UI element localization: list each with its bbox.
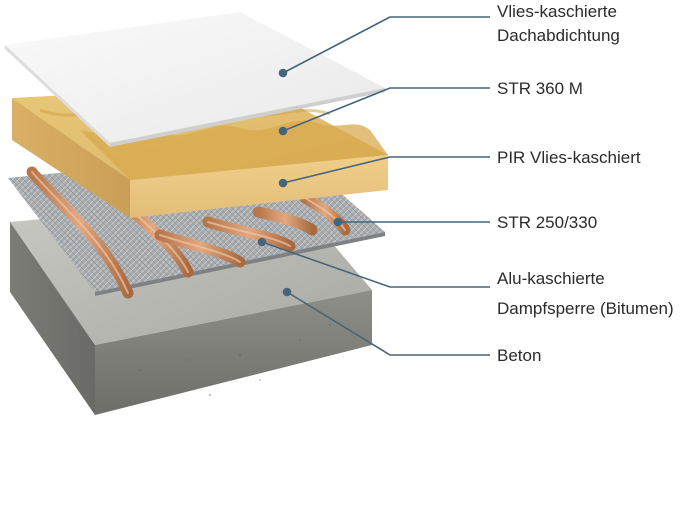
leader-membrane [278,16,490,78]
bead-3 [154,229,246,268]
bead-4 [202,216,296,252]
leader-pir [278,156,490,188]
bead-6 [299,192,351,236]
bead-5 [252,206,318,236]
label-str250-line-1: STR 250/330 [497,213,598,232]
label-membrane: Vlies-kaschierte Dachabdichtung [497,0,620,48]
leader-vapour [257,237,490,288]
label-pir-line-1: PIR Vlies-kaschiert [497,148,641,167]
leader-lines [257,16,490,356]
label-str250: STR 250/330 [497,211,597,235]
concrete-right [95,290,372,415]
label-vapour-line-2: Dampfsperre (Bitumen) [497,299,674,318]
label-pir: PIR Vlies-kaschiert [497,146,641,170]
pir-left [12,98,130,218]
concrete-front [10,222,95,415]
leader-concrete [282,287,490,356]
membrane-edge [110,88,385,147]
label-str360-line-1: STR 360 M [497,79,583,98]
label-membrane-line-2: Dachabdichtung [497,26,620,45]
label-membrane-line-1: Vlies-kaschierte [497,2,617,21]
pir-front [130,155,388,218]
label-vapour-line-1: Alu-kaschierte [497,269,605,288]
roof-membrane-sheet [5,12,385,147]
label-vapour: Alu-kaschierte Dampfsperre (Bitumen) [497,264,674,324]
leader-str360 [278,87,490,136]
membrane-top [5,12,385,143]
label-concrete-line-1: Beton [497,346,542,365]
label-concrete: Beton [497,344,541,368]
label-str360: STR 360 M [497,77,583,101]
leader-str250 [333,217,490,227]
bead-1 [26,166,134,299]
